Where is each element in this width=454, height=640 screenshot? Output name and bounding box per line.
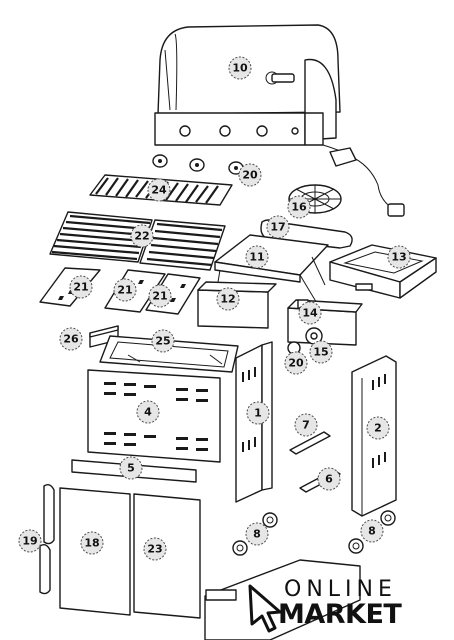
cursor-arrow-icon [248, 584, 282, 633]
callout-21-center: 21 [113, 278, 137, 302]
callout-8-right: 8 [360, 519, 384, 543]
svg-text:12: 12 [220, 293, 235, 306]
callout-23: 23 [143, 537, 167, 561]
bottom-shelf-part [204, 559, 361, 640]
svg-text:26: 26 [63, 333, 79, 346]
svg-text:20: 20 [242, 169, 258, 182]
callout-11: 11 [245, 245, 269, 269]
svg-text:1: 1 [254, 407, 262, 420]
callout-17: 17 [266, 215, 290, 239]
svg-text:8: 8 [368, 525, 376, 538]
callout-21-right: 21 [148, 284, 172, 308]
svg-text:24: 24 [151, 184, 167, 197]
callout-24: 24 [147, 178, 171, 202]
callout-2: 2 [366, 416, 390, 440]
svg-text:7: 7 [302, 419, 310, 432]
svg-text:8: 8 [253, 528, 261, 541]
svg-text:10: 10 [232, 62, 248, 75]
callout-13: 13 [387, 245, 411, 269]
side-shelf-left-part [214, 234, 329, 306]
callout-21-left: 21 [69, 275, 93, 299]
logo-line2: MARKET [278, 599, 402, 630]
callout-1: 1 [246, 401, 270, 425]
casters-part [232, 510, 396, 556]
svg-text:6: 6 [325, 473, 333, 486]
firebox-part [99, 335, 239, 373]
callout-20-bottom: 20 [284, 351, 308, 375]
side-burner-housing-part [329, 244, 437, 299]
svg-text:18: 18 [84, 537, 99, 550]
callout-15: 15 [309, 340, 333, 364]
svg-text:11: 11 [249, 251, 264, 264]
right-door-part [133, 493, 201, 619]
svg-text:19: 19 [22, 535, 37, 548]
svg-text:22: 22 [134, 230, 149, 243]
online-market-logo: ONLINE MARKET [244, 578, 414, 636]
callout-22: 22 [130, 224, 154, 248]
callout-7: 7 [294, 413, 318, 437]
callout-16: 16 [287, 195, 311, 219]
svg-text:2: 2 [374, 422, 382, 435]
svg-text:13: 13 [391, 251, 406, 264]
svg-text:16: 16 [291, 201, 307, 214]
lid-hood-part [154, 24, 405, 217]
cooking-grates-part [49, 211, 226, 271]
svg-text:4: 4 [144, 406, 152, 419]
callout-19: 19 [18, 529, 42, 553]
callout-5: 5 [119, 456, 143, 480]
svg-text:17: 17 [270, 221, 285, 234]
svg-text:25: 25 [155, 335, 170, 348]
svg-text:15: 15 [313, 346, 328, 359]
svg-text:21: 21 [117, 284, 132, 297]
callout-8-left: 8 [245, 522, 269, 546]
control-knobs-part [152, 154, 244, 175]
callout-6: 6 [317, 467, 341, 491]
callout-14: 14 [298, 301, 322, 325]
control-panel-right-part [287, 299, 363, 346]
callout-18: 18 [80, 531, 104, 555]
callout-25: 25 [151, 329, 175, 353]
callout-26: 26 [59, 327, 83, 351]
callout-4: 4 [136, 400, 160, 424]
svg-text:23: 23 [147, 543, 162, 556]
svg-text:20: 20 [288, 357, 304, 370]
svg-text:21: 21 [73, 281, 88, 294]
callout-10: 10 [228, 56, 252, 80]
svg-text:21: 21 [152, 290, 167, 303]
logo-line1: ONLINE [284, 577, 397, 602]
svg-text:14: 14 [302, 307, 318, 320]
callout-20-top: 20 [238, 163, 262, 187]
svg-text:5: 5 [127, 462, 135, 475]
door-handles-part [39, 483, 55, 595]
callout-12: 12 [216, 287, 240, 311]
